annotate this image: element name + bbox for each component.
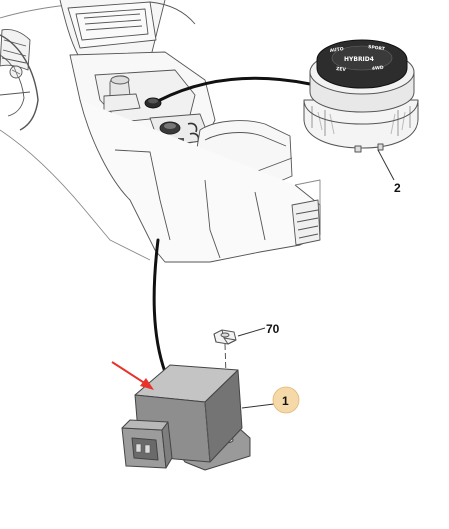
steering-wheel [0, 34, 39, 131]
knob-connector-line [158, 76, 312, 102]
red-arrow-indicator [111, 361, 154, 390]
knob-label-4wd: 4WD [372, 65, 385, 72]
callout-1-highlight [272, 386, 300, 414]
callout-70: 70 [266, 322, 280, 336]
nut-part [213, 329, 237, 345]
console-knob-location [144, 97, 162, 109]
leader-line-2 [377, 149, 395, 181]
car-interior-illustration [0, 0, 321, 263]
rear-vent [291, 199, 321, 246]
leader-line-70 [237, 327, 266, 337]
knob-label-brand: HYBRID4 [344, 56, 374, 63]
leader-line-1 [241, 403, 275, 409]
module-connector-line [152, 238, 167, 374]
module-connector [121, 419, 173, 469]
control-module-part [121, 364, 251, 471]
gear-selector [103, 75, 141, 113]
knob-label-zev: ZEV [336, 66, 347, 73]
knob-label-auto: AUTO [329, 46, 344, 54]
selector-knob-part: AUTO SPORT HYBRID4 ZEV 4WD [303, 39, 419, 153]
callout-2: 2 [394, 181, 401, 195]
knob-label-sport: SPORT [368, 44, 386, 52]
connector-lines [152, 76, 312, 374]
callout-1: 1 [282, 394, 289, 408]
